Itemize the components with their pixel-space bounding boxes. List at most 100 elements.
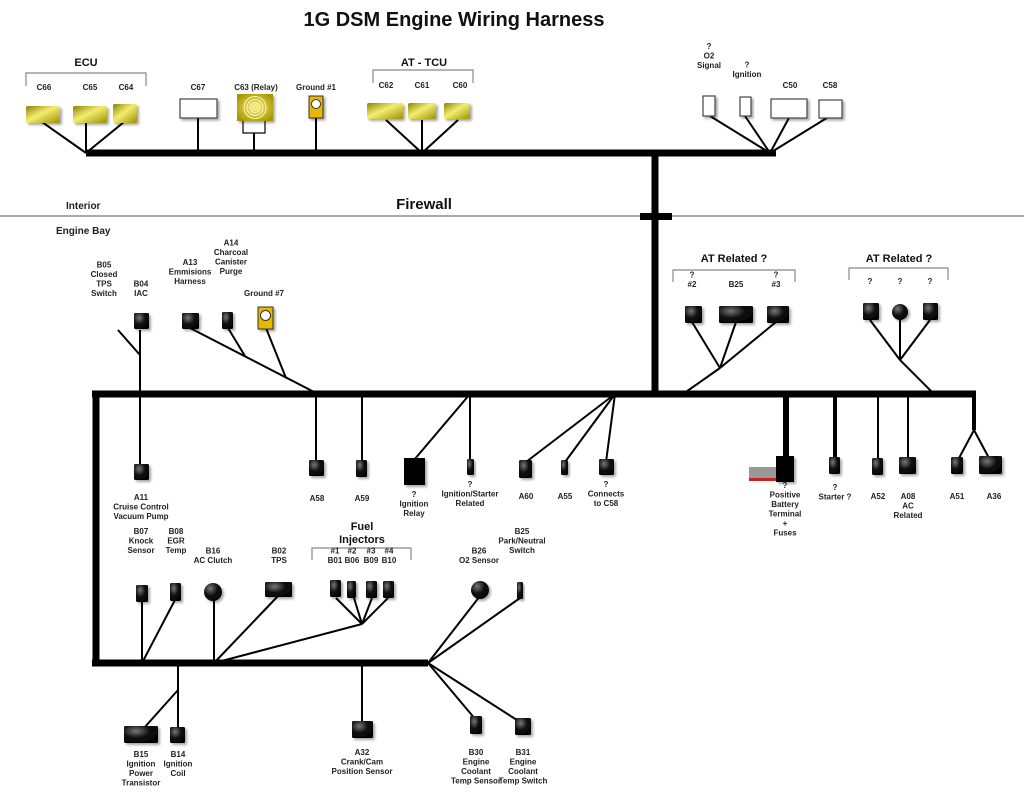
label-at3: #3 [772, 280, 781, 289]
label-a14: Canister [215, 258, 247, 267]
label-ignstart: Related [456, 499, 485, 508]
label-b08: Temp [166, 546, 187, 555]
connector-at3 [767, 306, 789, 323]
label-b31: Temp Switch [499, 777, 548, 786]
label-a11: Vacuum Pump [113, 512, 168, 521]
label-connc58: Connects [588, 490, 625, 499]
label-o2signal: Signal [697, 61, 721, 70]
label-b30: Engine [463, 758, 490, 767]
label-a59: A59 [355, 494, 370, 503]
connector-atq2 [892, 304, 908, 320]
label-b10: #4 [385, 547, 394, 556]
label-a36: A36 [987, 492, 1002, 501]
group-label-fuel-injectors-1: Fuel [351, 521, 374, 533]
engine-bay-wires [92, 319, 991, 729]
connector-b16 [204, 583, 222, 601]
connector-a52 [872, 458, 883, 475]
group-label-ecu: ECU [74, 57, 97, 69]
connector-b25b [517, 582, 523, 599]
label-b30: Temp Sensor [451, 777, 501, 786]
label-b09: #3 [367, 547, 376, 556]
label-c64: C64 [119, 83, 134, 92]
label-battery: + [783, 519, 788, 528]
group-label-at-tcu: AT - TCU [401, 57, 447, 69]
label-a11: Cruise Control [113, 503, 169, 512]
connector-ground7 [257, 306, 274, 330]
connector-b09 [366, 581, 377, 598]
label-a52: A52 [871, 492, 886, 501]
label-a60: A60 [519, 492, 534, 501]
connector-a60 [519, 460, 532, 478]
label-battery: Terminal [769, 510, 802, 519]
connector-c65 [73, 106, 107, 123]
label-b26: O2 Sensor [459, 556, 499, 565]
label-b31: B31 [516, 748, 531, 757]
label-a14: A14 [224, 239, 239, 248]
connector-a08 [899, 457, 916, 474]
battery-cable-red [749, 478, 779, 481]
label-a14: Charcoal [214, 248, 248, 257]
group-brackets [25, 69, 949, 560]
connector-b14 [170, 727, 185, 743]
label-b25b: Switch [509, 546, 535, 555]
connector-c50 [770, 98, 808, 119]
label-b31: Engine [510, 758, 537, 767]
label-battery: ? [783, 481, 788, 490]
label-c65: C65 [83, 83, 98, 92]
label-atq2: ? [898, 277, 903, 286]
label-at2: #2 [688, 280, 697, 289]
connector-ignrelay [404, 458, 425, 485]
label-a55: A55 [558, 492, 573, 501]
label-b05: Closed [91, 270, 118, 279]
label-b26: B26 [472, 547, 487, 556]
label-b15: Power [129, 769, 153, 778]
label-a08: A08 [901, 492, 916, 501]
connector-b07 [136, 585, 148, 602]
connector-battery [776, 456, 794, 482]
label-connc58: to C58 [594, 499, 619, 508]
label-b16: AC Clutch [194, 556, 233, 565]
connector-ground1 [308, 95, 324, 119]
label-b09: B09 [364, 556, 379, 565]
label-a51: A51 [950, 492, 965, 501]
label-c62: C62 [379, 81, 394, 90]
label-a08: Related [894, 511, 923, 520]
label-battery: Positive [770, 491, 801, 500]
label-c60: C60 [453, 81, 468, 90]
connector-b10 [383, 581, 394, 598]
label-b07: Knock [129, 537, 154, 546]
label-o2signal: O2 [704, 52, 715, 61]
connector-b08 [170, 583, 181, 601]
connector-a13 [182, 313, 199, 329]
connector-at2 [685, 306, 702, 323]
zone-interior-label: Interior [66, 201, 101, 212]
label-b08: B08 [169, 527, 184, 536]
label-b15: B15 [134, 750, 149, 759]
label-b25a: B25 [729, 280, 744, 289]
label-ignition: Ignition [733, 70, 762, 79]
label-c66: C66 [37, 83, 52, 92]
label-o2signal: ? [707, 42, 712, 51]
connector-c58 [818, 99, 843, 119]
connector-o2signal [702, 95, 716, 117]
label-a14: Purge [220, 267, 243, 276]
connector-c62 [367, 103, 403, 119]
label-b15: Ignition [127, 760, 156, 769]
connector-b31 [515, 718, 531, 735]
label-b08: EGR [167, 537, 185, 546]
label-a32: Position Sensor [332, 767, 393, 776]
label-a13: Harness [174, 277, 206, 286]
label-connc58: ? [604, 480, 609, 489]
label-b14: Ignition [164, 760, 193, 769]
label-b25b: Park/Neutral [498, 537, 545, 546]
connector-c63 [237, 94, 273, 121]
connector-c67 [179, 98, 218, 119]
label-atq1: ? [868, 277, 873, 286]
label-b15: Transistor [122, 779, 161, 788]
label-b05: B05 [97, 261, 112, 270]
label-a32: Crank/Cam [341, 758, 383, 767]
label-b02: TPS [271, 556, 287, 565]
label-atq3: ? [928, 277, 933, 286]
